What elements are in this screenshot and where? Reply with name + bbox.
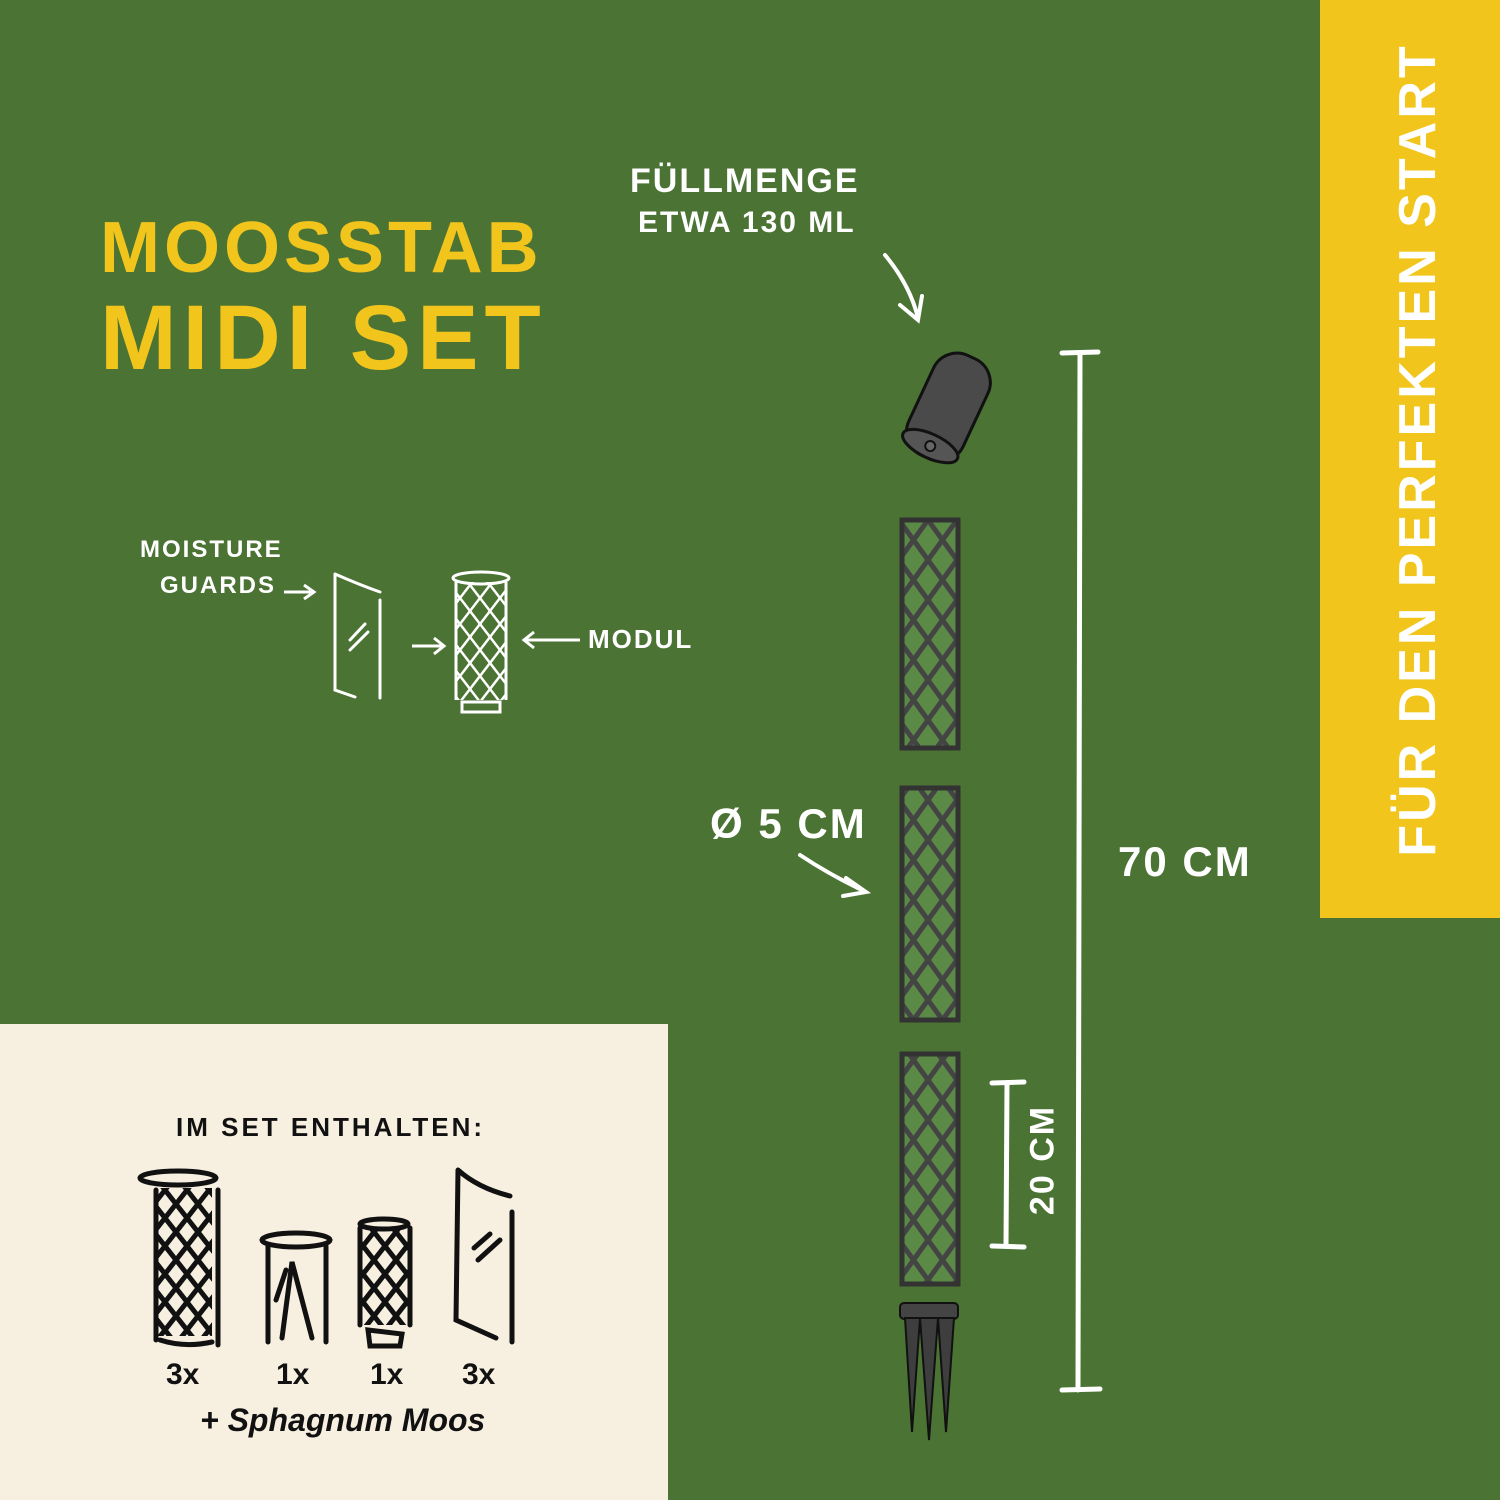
module-height-dimension [989,1079,1027,1250]
title-line2: MIDI SET [100,287,547,389]
fill-note-line2: ETWA 130 ML [638,206,856,239]
module-2 [899,785,961,1023]
moisture-guard-sketch [333,572,382,700]
arrow-icon [284,583,317,601]
ground-spike [899,1302,959,1441]
module-label: MODUL [588,624,694,654]
module-sketch [451,570,511,714]
arrow-icon [412,636,447,656]
diameter-label: Ø 5 CM [710,800,867,847]
guards-label-line2: GUARDS [160,572,277,599]
arrow-icon [883,253,924,324]
set-item-module [137,1168,221,1348]
arrow-icon [521,630,580,650]
qty-spike: 1x [276,1358,310,1391]
set-item-spike [259,1230,333,1345]
arrow-icon [798,853,872,898]
module-3 [899,1051,961,1287]
total-height-label: 70 CM [1118,838,1252,885]
set-contents-panel [0,1024,668,1500]
set-contents-extra: + Sphagnum Moos [200,1402,486,1438]
fill-note-line1: FÜLLMENGE [630,162,860,200]
total-height-dimension [1059,349,1103,1393]
set-contents-heading: IM SET ENTHALTEN: [176,1112,486,1142]
guards-label-line1: MOISTURE [140,536,283,563]
qty-reservoir: 1x [370,1358,404,1391]
side-banner [1320,0,1500,918]
module-1 [899,517,961,751]
qty-module: 3x [166,1358,200,1391]
qty-guard: 3x [462,1358,496,1391]
set-item-moisture-guard [453,1167,515,1345]
set-item-reservoir [357,1216,413,1349]
reservoir-cap [901,351,992,465]
title-line1: MOOSSTAB [100,208,543,288]
